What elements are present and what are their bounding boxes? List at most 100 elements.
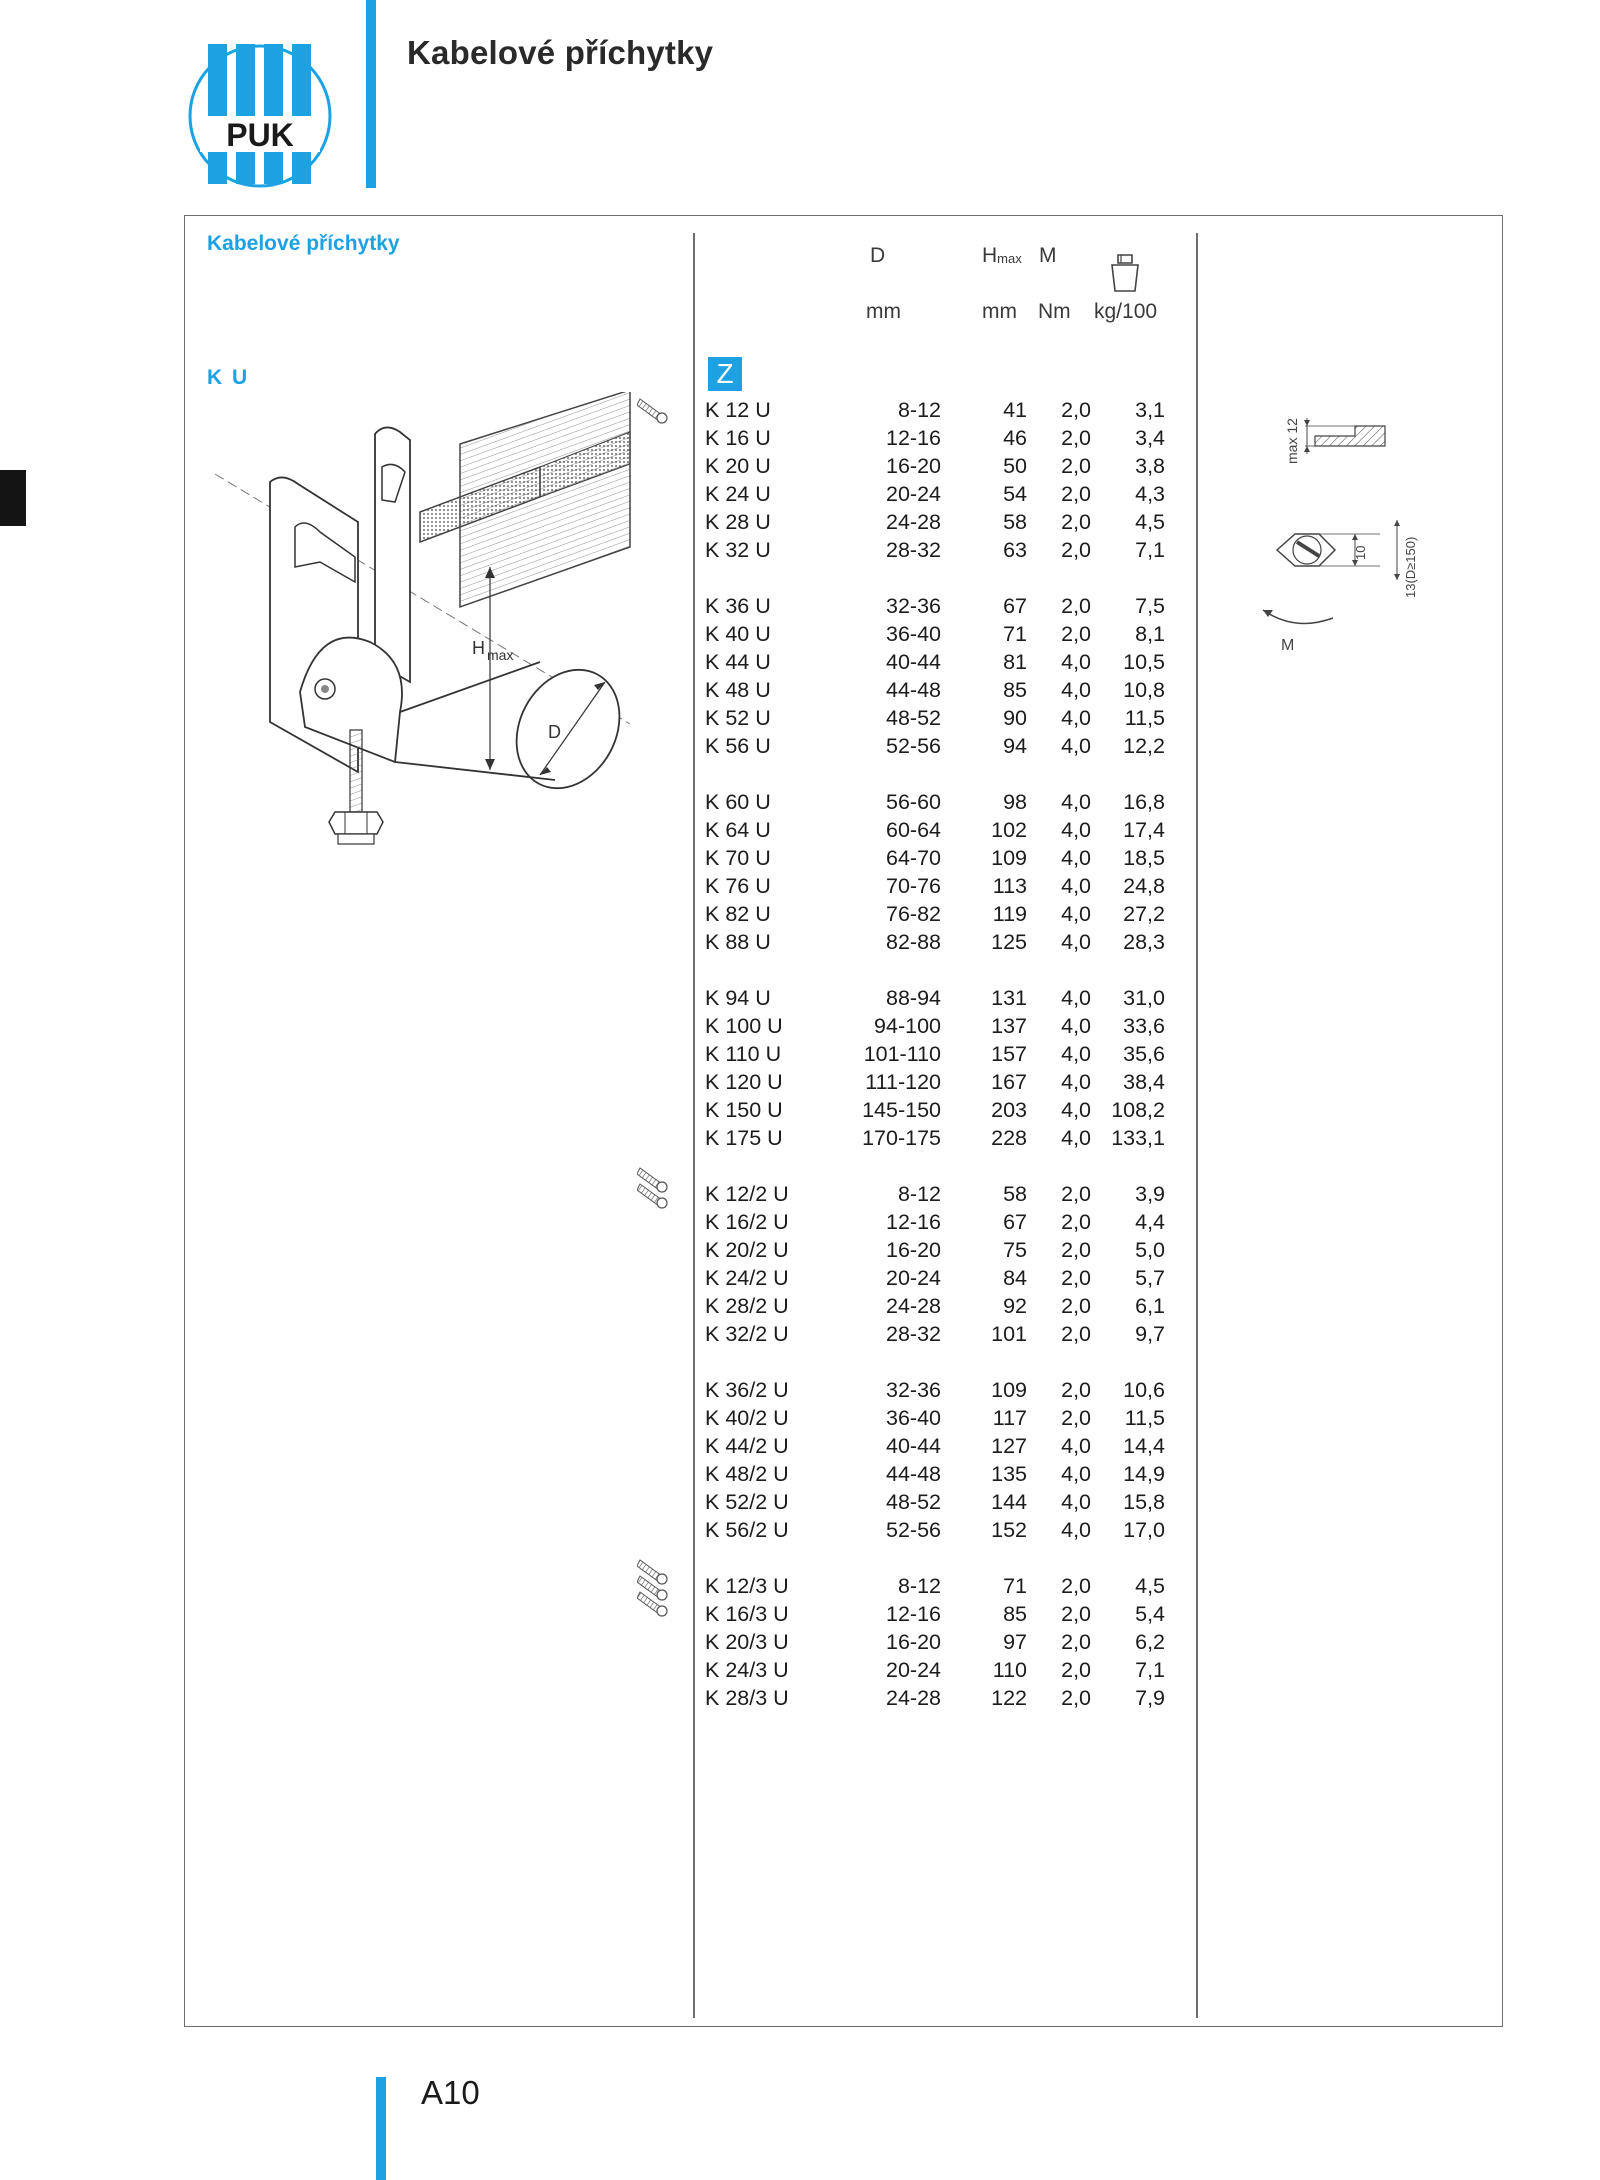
cell-diameter: 44-48 — [886, 678, 941, 702]
cell-torque: 2,0 — [1061, 1602, 1091, 1626]
cell-diameter: 8-12 — [897, 1182, 941, 1206]
cell-hmax: 228 — [991, 1126, 1027, 1150]
cell-type: K 16/2 U — [705, 1210, 789, 1234]
section-title: Kabelové příchytky — [207, 232, 400, 255]
cell-weight: 10,8 — [1123, 678, 1165, 702]
cell-hmax: 97 — [1003, 1630, 1027, 1654]
cell-hmax: 203 — [991, 1098, 1027, 1122]
cell-type: K 44/2 U — [705, 1434, 789, 1458]
cell-torque: 4,0 — [1061, 678, 1091, 702]
cell-torque: 2,0 — [1061, 1406, 1091, 1430]
cell-diameter: 32-36 — [886, 594, 941, 618]
cell-torque: 2,0 — [1061, 1658, 1091, 1682]
cell-type: K 24 U — [705, 482, 771, 506]
cell-hmax: 110 — [992, 1658, 1027, 1682]
cell-diameter: 111-120 — [865, 1070, 941, 1094]
torque-label: M — [1281, 637, 1294, 654]
cell-hmax: 113 — [992, 874, 1027, 898]
cell-torque: 2,0 — [1061, 1378, 1091, 1402]
cell-torque: 2,0 — [1061, 510, 1091, 534]
cell-type: K 32/2 U — [705, 1322, 789, 1346]
cell-weight: 35,6 — [1123, 1042, 1165, 1066]
side-tab-marker — [0, 470, 26, 526]
cell-type: K 52/2 U — [705, 1490, 789, 1514]
cell-diameter: 44-48 — [886, 1462, 941, 1486]
cell-torque: 2,0 — [1061, 1182, 1091, 1206]
col-header-d: D — [870, 244, 886, 267]
cell-diameter: 94-100 — [874, 1014, 941, 1038]
cell-diameter: 56-60 — [886, 790, 941, 814]
cell-type: K 36/2 U — [705, 1378, 789, 1402]
cell-type: K 32 U — [705, 538, 771, 562]
cell-diameter: 12-16 — [886, 426, 941, 450]
cell-hmax: 119 — [992, 902, 1027, 926]
footer-accent-bar — [376, 2077, 386, 2180]
cell-weight: 4,5 — [1135, 1574, 1165, 1598]
dim-label-h-sub: max — [487, 647, 513, 663]
column-divider-right — [1196, 233, 1198, 2018]
cell-diameter: 20-24 — [886, 1266, 941, 1290]
cell-hmax: 81 — [1003, 650, 1027, 674]
cell-weight: 38,4 — [1123, 1070, 1165, 1094]
flange-thickness-detail: max 12 — [1284, 418, 1386, 464]
cell-diameter: 145-150 — [862, 1098, 941, 1122]
single-cable-icon — [637, 398, 668, 424]
cell-hmax: 157 — [991, 1042, 1027, 1066]
cell-hmax: 54 — [1003, 482, 1027, 506]
cell-diameter: 20-24 — [886, 482, 941, 506]
cell-diameter: 24-28 — [886, 510, 941, 534]
cell-diameter: 16-20 — [886, 1238, 941, 1262]
cell-type: K 28/3 U — [705, 1686, 789, 1710]
cell-diameter: 28-32 — [886, 1322, 941, 1346]
cell-weight: 3,9 — [1135, 1182, 1165, 1206]
cell-weight: 16,8 — [1123, 790, 1165, 814]
cell-type: K 60 U — [705, 790, 771, 814]
double-cable-icon — [637, 1167, 668, 1209]
dim-label-d: D — [548, 722, 561, 742]
cell-type: K 28 U — [705, 510, 771, 534]
cell-diameter: 16-20 — [886, 454, 941, 478]
cell-torque: 4,0 — [1061, 1070, 1091, 1094]
cell-hmax: 90 — [1003, 706, 1027, 730]
cell-torque: 2,0 — [1061, 398, 1091, 422]
cell-hmax: 122 — [991, 1686, 1027, 1710]
cell-torque: 4,0 — [1061, 1014, 1091, 1038]
puk-logo: PUK — [188, 44, 332, 188]
cell-weight: 4,5 — [1135, 510, 1165, 534]
cell-hmax: 167 — [991, 1070, 1027, 1094]
cell-torque: 4,0 — [1061, 1490, 1091, 1514]
cell-torque: 2,0 — [1061, 1210, 1091, 1234]
cell-torque: 4,0 — [1061, 846, 1091, 870]
cell-weight: 108,2 — [1111, 1098, 1165, 1122]
cell-weight: 17,0 — [1123, 1518, 1165, 1542]
cell-weight: 7,1 — [1135, 538, 1165, 562]
cell-type: K 12/3 U — [705, 1574, 789, 1598]
cell-hmax: 117 — [992, 1406, 1027, 1430]
cell-type: K 36 U — [705, 594, 771, 618]
unit-h: mm — [982, 300, 1017, 323]
cell-torque: 2,0 — [1061, 1630, 1091, 1654]
cell-hmax: 41 — [1003, 398, 1027, 422]
cell-torque: 2,0 — [1061, 594, 1091, 618]
clamp-illustration: D H max — [214, 392, 631, 845]
cell-diameter: 8-12 — [897, 398, 941, 422]
cell-weight: 27,2 — [1123, 902, 1165, 926]
cell-type: K 52 U — [705, 706, 771, 730]
cell-type: K 120 U — [705, 1070, 783, 1094]
cell-weight: 10,6 — [1123, 1378, 1165, 1402]
cell-diameter: 48-52 — [886, 1490, 941, 1514]
cell-weight: 17,4 — [1123, 818, 1165, 842]
nut-detail: 10 13(D≥150) M — [1262, 520, 1418, 654]
dim-label-h: H — [472, 638, 485, 658]
cell-torque: 2,0 — [1061, 622, 1091, 646]
dim-13-label: 13(D≥150) — [1403, 537, 1418, 598]
cell-diameter: 64-70 — [886, 846, 941, 870]
cell-hmax: 137 — [991, 1014, 1027, 1038]
cell-type: K 12 U — [705, 398, 771, 422]
header-accent-bar — [366, 0, 376, 188]
cell-hmax: 98 — [1003, 790, 1027, 814]
cell-torque: 4,0 — [1061, 1518, 1091, 1542]
cell-weight: 18,5 — [1123, 846, 1165, 870]
cell-type: K 20/3 U — [705, 1630, 789, 1654]
cell-torque: 4,0 — [1061, 818, 1091, 842]
